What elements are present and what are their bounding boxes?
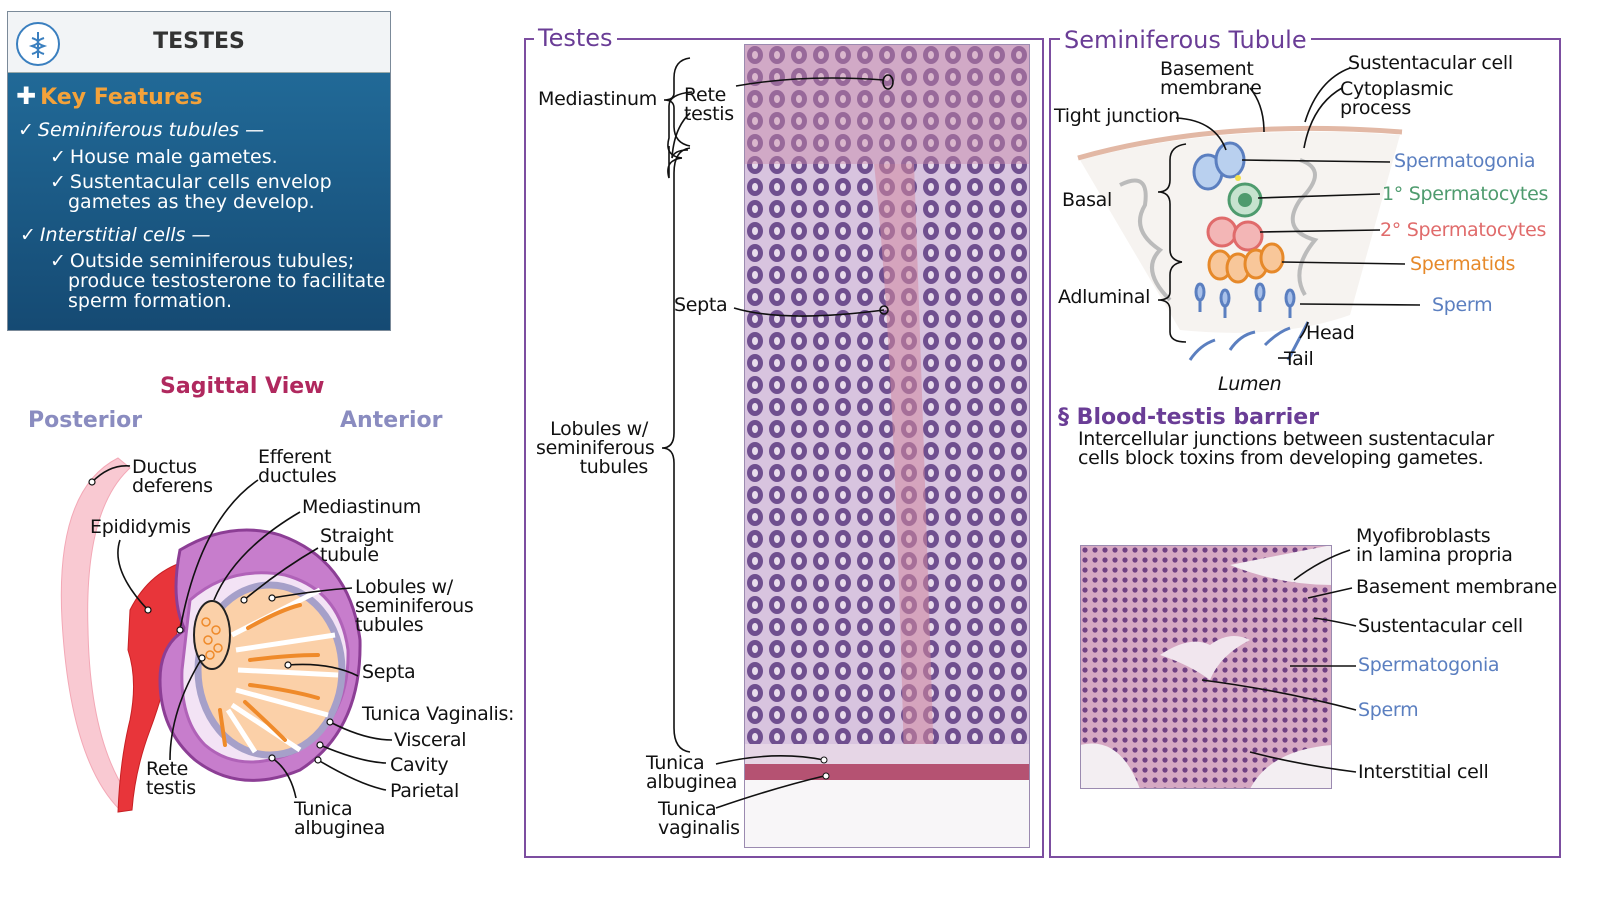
tubule-label-basal: Basal [1062,189,1112,211]
testes-title: Testes [534,24,617,52]
feature-int-point: ✓Outside seminiferous tubules; [50,250,355,272]
tubule-micrograph-image [1080,545,1332,789]
testes-frame [524,38,1044,858]
tubule-label-adluminal: Adluminal [1058,286,1151,308]
tubule-label-tail: Tail [1284,348,1314,370]
testes-label-mediastinum: Mediastinum [538,88,657,110]
sagittal-leader-lines [91,465,393,799]
micro-label-basement: Basement membrane [1356,576,1557,598]
posterior-label: Posterior [28,408,143,433]
key-features-box: TESTES ✚Key Features ✓Seminiferous tubul… [7,11,391,331]
ductus-deferens-shape [60,457,133,811]
plus-icon: ✚ [16,82,37,110]
check-icon: ✓ [20,224,36,246]
tubule-label-secondary-spermatocytes: 2° Spermatocytes [1380,219,1547,241]
label-parietal: Parietal [390,780,459,802]
check-icon: ✓ [50,250,66,272]
testes-leader-lines [661,57,894,809]
testes-histology-image [744,44,1030,848]
feature-int-point-b: produce testosterone to facilitate [68,270,386,292]
check-icon: ✓ [18,119,34,141]
spermatogonia-cell [1214,141,1246,179]
label-septa: Septa [362,661,416,683]
sagittal-diagram [60,457,393,813]
key-features-heading: ✚Key Features [16,82,203,110]
caduceus-logo-icon [16,22,60,66]
label-cavity: Cavity [390,754,449,776]
barrier-title: § Blood-testis barrier [1058,405,1320,430]
feature-int-point-c: sperm formation. [68,290,233,312]
check-icon: ✓ [50,171,66,193]
seminiferous-lines [218,603,320,747]
feature-sem-point-2b: gametes as they develop. [68,191,315,213]
tubule-label-spermatogonia: Spermatogonia [1394,150,1536,172]
label-tunica-vaginalis: Tunica Vaginalis: [362,703,515,725]
anterior-label: Anterior [340,408,443,433]
tubule-label-sperm: Sperm [1432,294,1493,316]
feature-interstitial: ✓Interstitial cells — [20,224,211,246]
basement-membrane-shape [1077,125,1403,161]
tubule-label-primary-spermatocytes: 1° Spermatocytes [1382,183,1549,205]
feature-sem-point-2: ✓Sustentacular cells envelop [50,171,332,193]
label-mediastinum: Mediastinum [302,496,421,518]
testes-label-septa: Septa [674,294,728,316]
sagittal-title: Sagittal View [160,374,325,399]
label-visceral: Visceral [394,729,467,751]
mediastinum-shape [193,600,231,670]
micro-label-spermatogonia: Spermatogonia [1358,654,1500,676]
secondary-spermatocyte-cell [1232,220,1264,252]
micro-label-sperm: Sperm [1358,699,1419,721]
micro-label-interstitial: Interstitial cell [1358,761,1489,783]
check-icon: ✓ [50,146,66,168]
page-title: TESTES [153,29,245,54]
feature-sem-point-1: ✓House male gametes. [50,146,278,168]
spermatid-cells [1207,242,1285,284]
tubule-title: Seminiferous Tubule [1060,26,1311,54]
septa-lines [225,587,339,754]
sperm-cells [1188,282,1310,361]
tubule-label-sustentacular: Sustentacular cell [1348,52,1513,74]
secondary-spermatocyte-cell [1206,216,1238,248]
key-features-header: TESTES [8,12,390,73]
link-icon: § [1058,405,1069,430]
tubule-diagram [1077,67,1421,361]
label-epididymis: Epididymis [90,516,191,538]
feature-seminiferous: ✓Seminiferous tubules — [18,119,265,141]
barrier-description: Intercellular junctions between sustenta… [1078,428,1494,469]
tubule-label-head: Head [1306,322,1355,344]
micrograph-leader-lines [1201,549,1357,773]
tubule-label-spermatids: Spermatids [1410,253,1516,275]
tubule-label-tight-junction: Tight junction [1054,105,1180,127]
tubule-label-lumen: Lumen [1218,373,1282,395]
micro-label-sustentacular: Sustentacular cell [1358,615,1523,637]
